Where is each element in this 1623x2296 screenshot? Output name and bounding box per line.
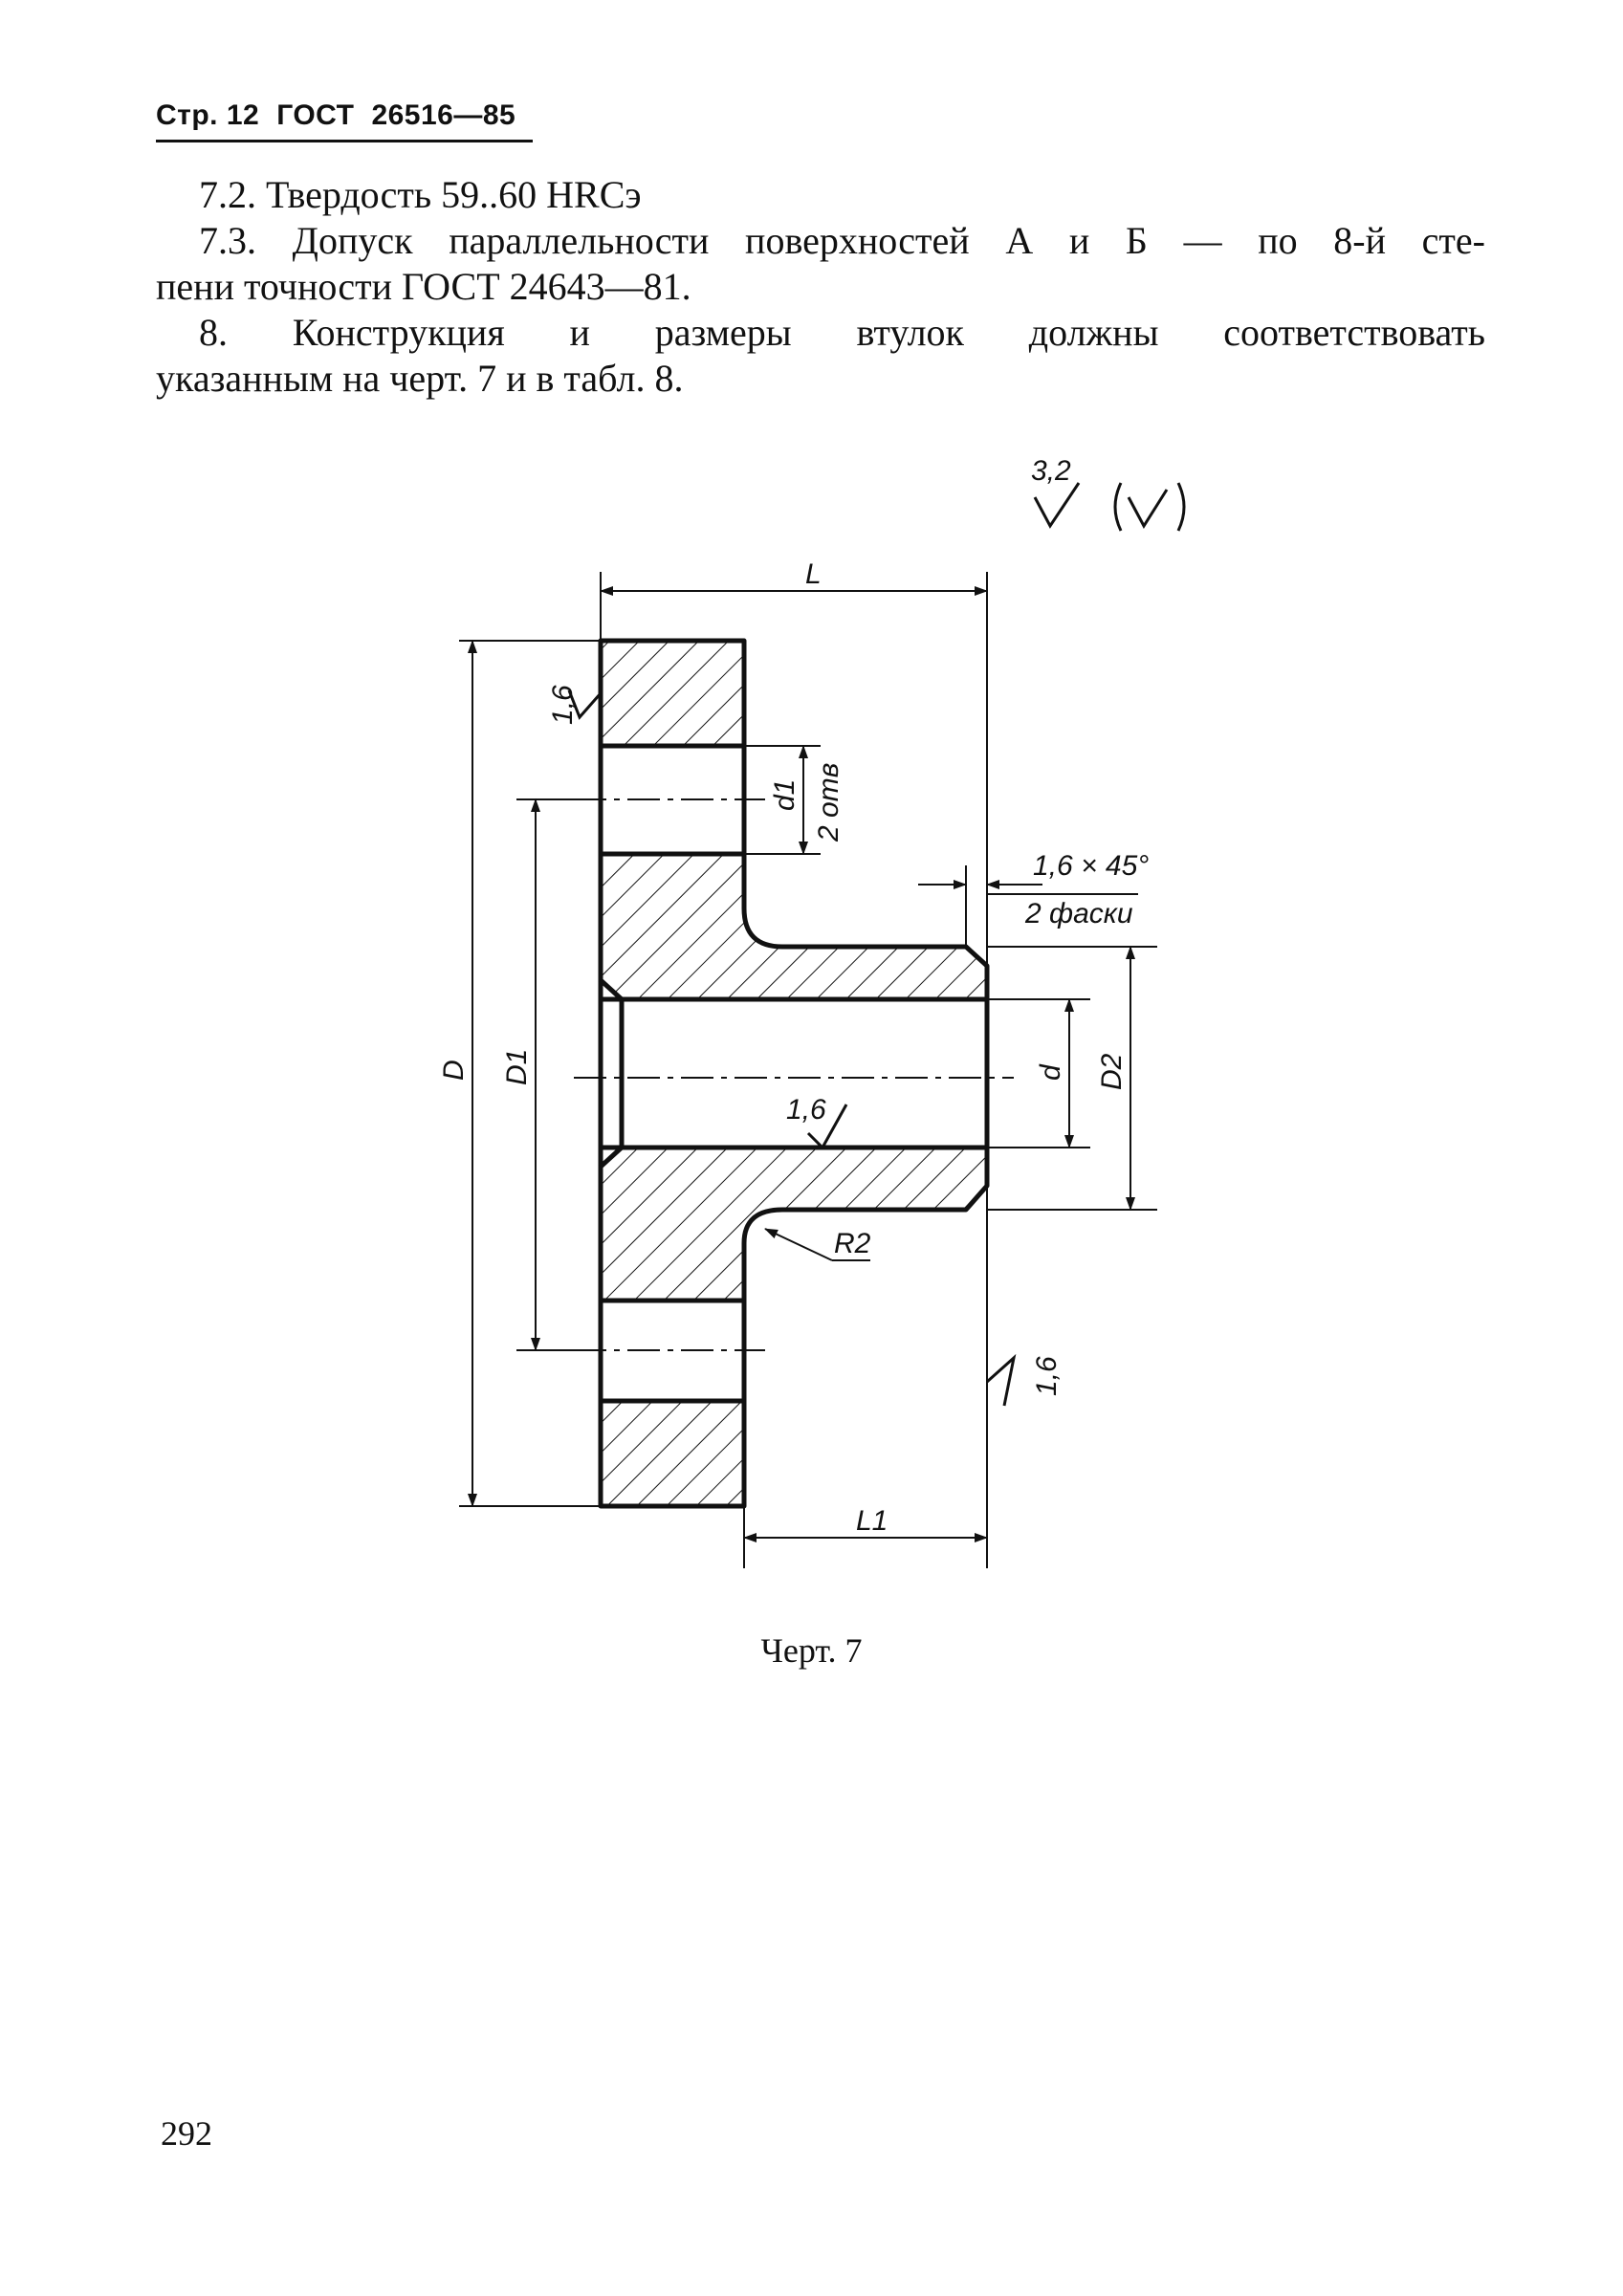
roughness-flange-symbol	[567, 689, 603, 720]
roughness-bore-label: 1,6	[786, 1094, 826, 1126]
dim-d-label: d	[1035, 1063, 1066, 1081]
paragraph-8-line1: 8. Конструкция и размеры втулок должны с…	[199, 311, 1485, 354]
dim-L1-label: L1	[856, 1505, 888, 1537]
paragraph-7-3-line1: 7.3. Допуск параллельности поверхностей …	[199, 219, 1485, 262]
header-standard: ГОСТ	[276, 99, 355, 131]
chamfer-note: 2 фаски	[1024, 898, 1133, 929]
radius-leader	[764, 1228, 833, 1261]
dim-D-label: D	[438, 1060, 470, 1081]
roughness-general-label: 3,2	[1031, 455, 1071, 487]
dimension-lines	[468, 586, 1138, 1542]
roughness-bore-symbol	[806, 1104, 848, 1150]
paragraph-7-3-line2: пени точности ГОСТ 24643—81.	[156, 265, 691, 308]
roughness-flange-label: 1,6	[547, 685, 579, 725]
roughness-end-symbol	[986, 1353, 1017, 1407]
dim-d1-label: d1	[769, 779, 801, 811]
roughness-end-label: 1,6	[1031, 1356, 1063, 1396]
dim-D1-label: D1	[501, 1049, 533, 1085]
header-number: 26516—85	[371, 99, 516, 131]
dim-L-label: L	[805, 558, 822, 590]
holes-note: 2 отв	[813, 763, 844, 842]
roughness-general-symbol	[1033, 482, 1081, 529]
dim-D2-label: D2	[1096, 1053, 1128, 1090]
paragraph-8-line2: указанным на черт. 7 и в табл. 8.	[156, 357, 684, 400]
radius-label: R2	[834, 1228, 871, 1259]
header-page: Стр. 12	[156, 99, 260, 131]
center-lines	[574, 798, 1014, 1351]
body-text: 7.2. Твердость 59..60 HRCэ 7.3. Допуск п…	[156, 172, 1485, 402]
section-hatching	[601, 641, 987, 1506]
page-header: Стр. 12 ГОСТ 26516—85	[156, 99, 534, 142]
roughness-general-paren-symbol	[1113, 482, 1186, 532]
chamfer-label: 1,6 × 45°	[1033, 850, 1149, 882]
page-number: 292	[161, 2114, 212, 2153]
roughness-symbols	[567, 482, 1186, 1407]
figure-caption: Черт. 7	[760, 1631, 863, 1670]
part-outline	[598, 638, 990, 1509]
paragraph-7-2: 7.2. Твердость 59..60 HRCэ	[199, 173, 642, 216]
